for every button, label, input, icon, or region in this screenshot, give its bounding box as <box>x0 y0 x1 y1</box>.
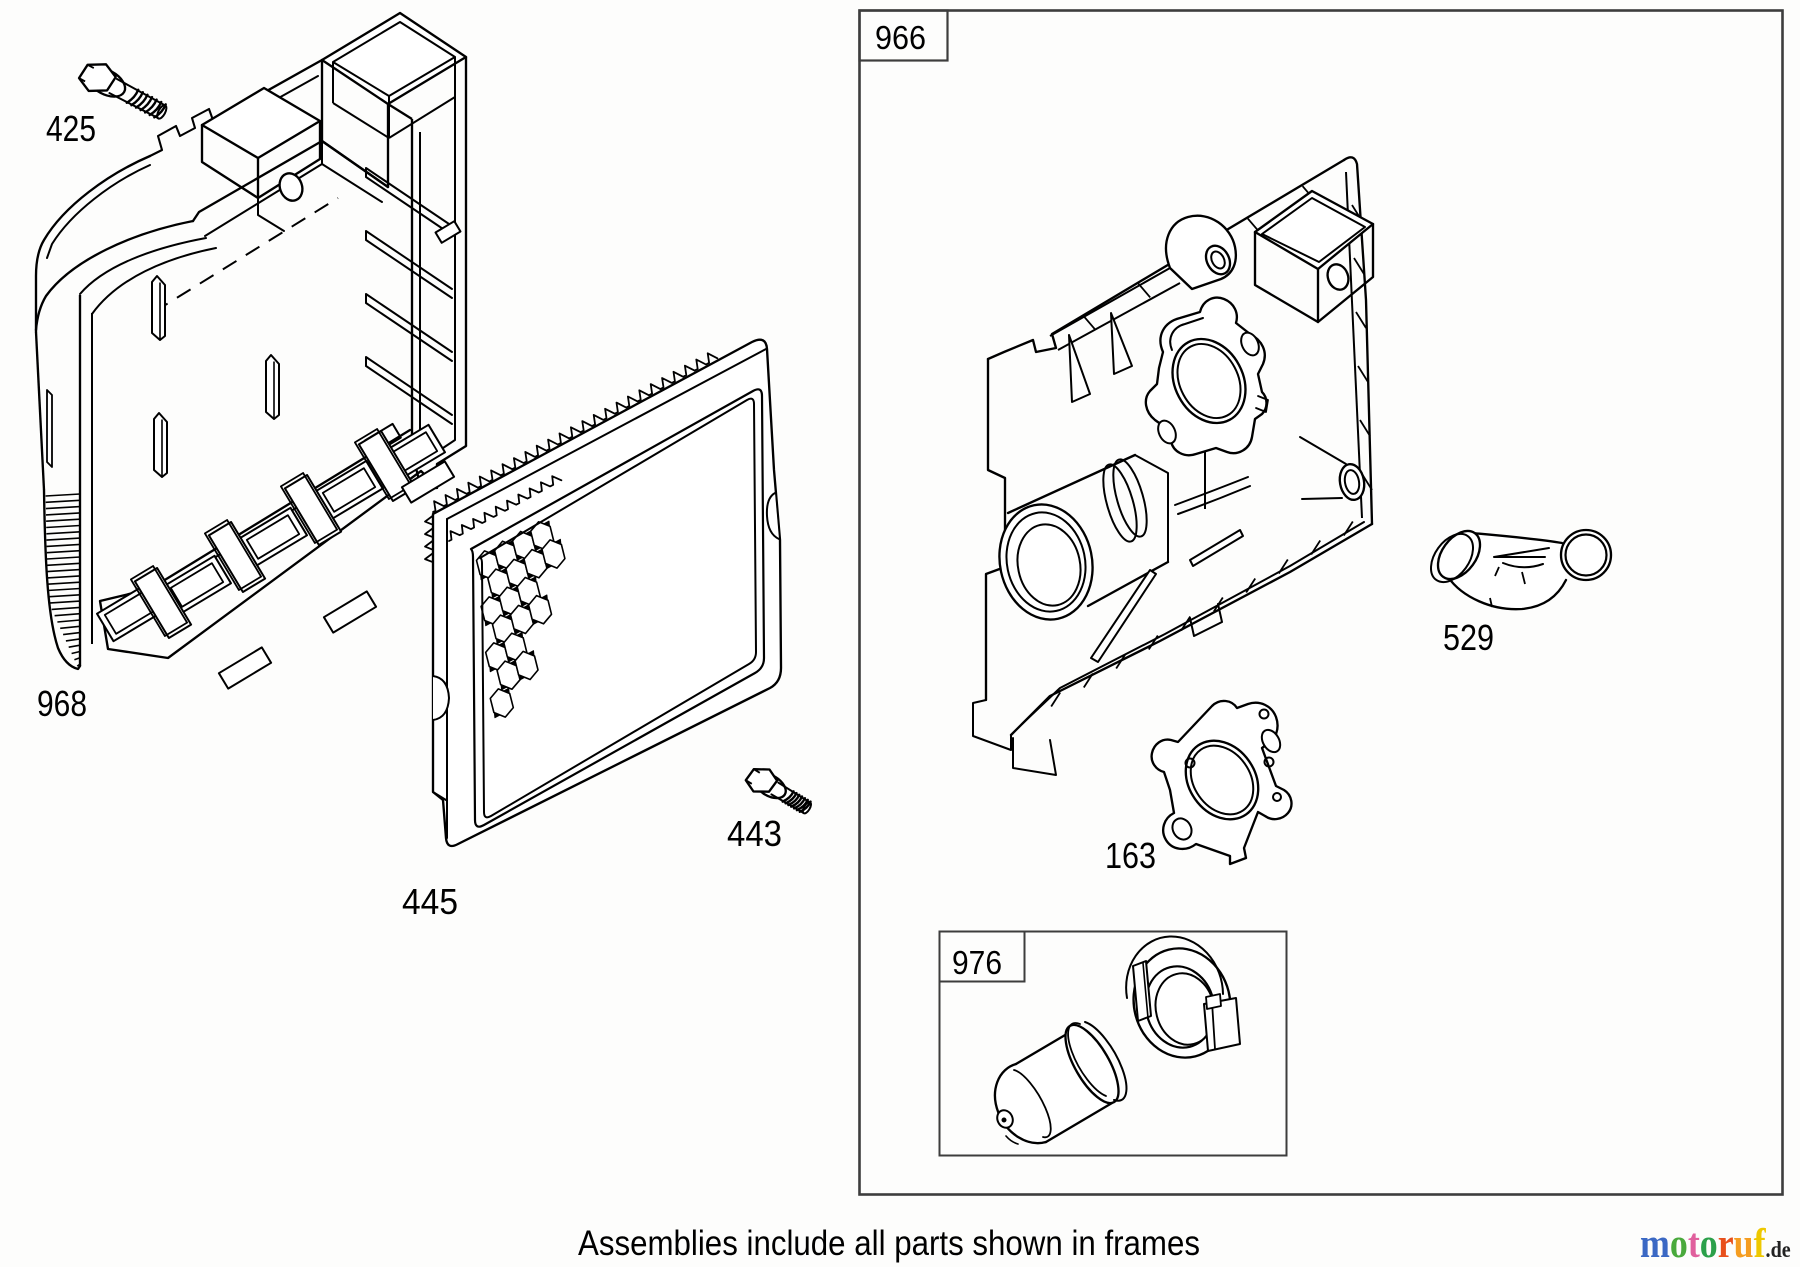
svg-text:445: 445 <box>402 881 458 922</box>
svg-text:Assemblies include all parts s: Assemblies include all parts shown in fr… <box>578 1224 1200 1263</box>
svg-text:163: 163 <box>1105 835 1156 876</box>
svg-text:529: 529 <box>1443 617 1494 658</box>
svg-text:443: 443 <box>727 813 782 854</box>
svg-text:968: 968 <box>37 683 87 724</box>
svg-text:425: 425 <box>46 108 96 149</box>
svg-text:motoruf.de: motoruf.de <box>1640 1222 1791 1267</box>
svg-text:976: 976 <box>952 944 1002 981</box>
svg-text:966: 966 <box>875 19 926 56</box>
